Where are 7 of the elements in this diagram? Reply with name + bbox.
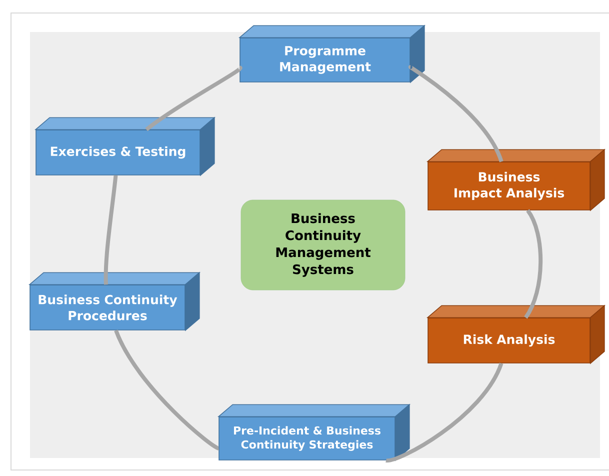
ring-arc	[114, 330, 220, 450]
ring-arc	[409, 65, 504, 162]
ring-arc	[104, 175, 118, 285]
ring-arc	[145, 67, 242, 132]
ring-arc	[386, 362, 504, 462]
ring-arc	[524, 209, 543, 319]
center-box: Business Continuity Management Systems	[240, 200, 406, 290]
